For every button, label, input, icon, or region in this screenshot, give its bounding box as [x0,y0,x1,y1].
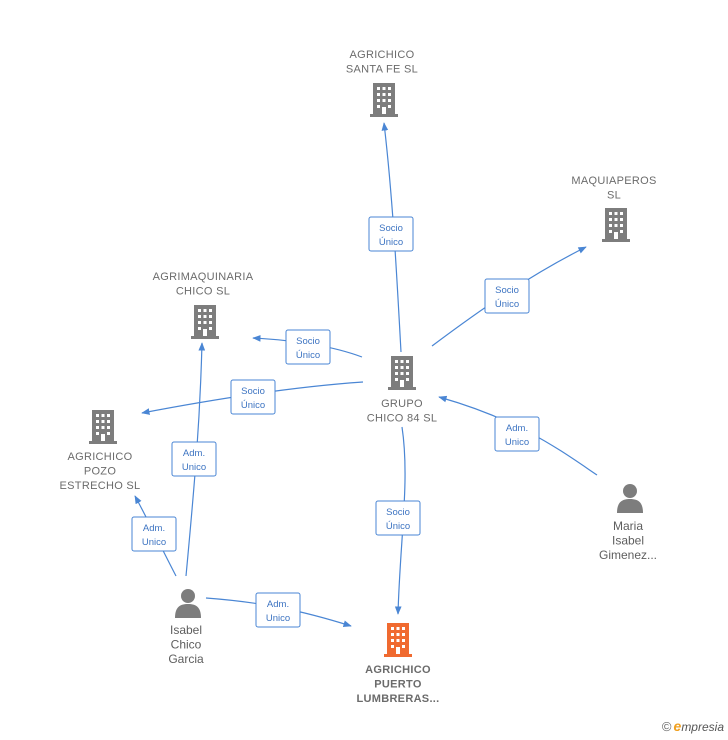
edge-label-text: Unico [505,437,529,448]
node-label-line: Gimenez... [599,548,657,562]
building-icon [388,356,416,390]
node-puerto[interactable]: AGRICHICO PUERTO LUMBRERAS... [356,623,439,705]
node-label-line: AGRICHICO [67,451,132,463]
edge-label-e7[interactable]: Adm. Unico [171,441,217,477]
edge-label-text: Adm. [267,599,289,610]
building-icon [602,208,630,242]
edges-layer [134,122,598,627]
edge-label-text: Único [379,237,403,248]
building-icon [370,83,398,117]
edge-label-box [230,379,276,415]
edge-label-text: Único [296,350,320,361]
edge-label-text: Adm. [143,523,165,534]
node-grupo[interactable]: GRUPO CHICO 84 SL [367,356,438,425]
node-label-line: POZO [84,466,117,478]
edge-label-e6[interactable]: Adm. Unico [494,416,540,452]
node-label-line: LUMBRERAS... [356,693,439,705]
edge-label-text: Unico [142,537,166,548]
edge-label-box [255,592,301,628]
person-icon [617,484,643,513]
node-agrimaq[interactable]: AGRIMAQUINARIA CHICO SL [153,271,254,339]
node-label-line: AGRICHICO [349,49,414,61]
brand-initial: e [673,718,682,734]
edge-label-text: Unico [266,613,290,624]
node-label-line: ESTRECHO SL [60,480,141,492]
node-label-line: AGRICHICO [365,664,431,676]
edge-label-box [285,329,331,365]
edge-label-text: Socio [386,507,410,518]
building-icon [89,410,117,444]
brand-name: mpresia [681,720,724,734]
node-label-line: GRUPO [381,398,423,410]
edge-label-box [484,278,530,314]
edge-label-box [375,500,421,536]
person-icon [175,589,201,618]
edge-label-text: Socio [379,223,403,234]
node-pozo[interactable]: AGRICHICO POZO ESTRECHO SL [60,410,141,492]
node-label-line: CHICO 84 SL [367,413,438,425]
edge-label-text: Único [495,299,519,310]
edge-label-box [494,416,540,452]
node-label-line: Maria [613,519,643,533]
node-label-line: MAQUIAPEROS [571,175,656,187]
node-label-line: Garcia [168,652,204,666]
node-label-line: CHICO SL [176,286,230,298]
node-label-line: Isabel [612,534,644,548]
node-maria[interactable]: MariaIsabelGimenez... [599,484,657,562]
node-label-line: Isabel [170,623,202,637]
node-santafe[interactable]: AGRICHICO SANTA FE SL [346,49,418,117]
edge-label-text: Único [241,400,265,411]
edge-label-box [131,516,177,552]
edge-label-box [368,216,414,252]
edge-label-text: Único [386,521,410,532]
copyright-symbol: © [661,719,672,734]
building-icon [384,623,412,657]
empresia-watermark: ©empresia [662,718,724,734]
building-icon [191,305,219,339]
edge-label-text: Socio [495,285,519,296]
node-label-line: AGRIMAQUINARIA [153,271,254,283]
edge-label-text: Adm. [183,448,205,459]
edge-label-text: Socio [296,336,320,347]
node-label-line: PUERTO [374,679,422,691]
edge-label-e9[interactable]: Adm. Unico [255,592,301,628]
edge-label-box [171,441,217,477]
node-label-line: Chico [171,638,202,652]
edge-label-text: Unico [182,462,206,473]
edge-label-e8[interactable]: Adm. Unico [131,516,177,552]
edge-label-text: Adm. [506,423,528,434]
node-label-line: SL [607,190,621,202]
node-label-line: SANTA FE SL [346,64,418,76]
edge-label-text: Socio [241,386,265,397]
node-maquia[interactable]: MAQUIAPEROS SL [571,175,656,242]
nodes-layer: GRUPO CHICO 84 SL AGRICHICO SANTA FE SL MAQU… [60,49,657,705]
edge-labels-layer: SocioÚnicoSocioÚnicoSocioÚnicoSocioÚnico… [131,216,540,628]
